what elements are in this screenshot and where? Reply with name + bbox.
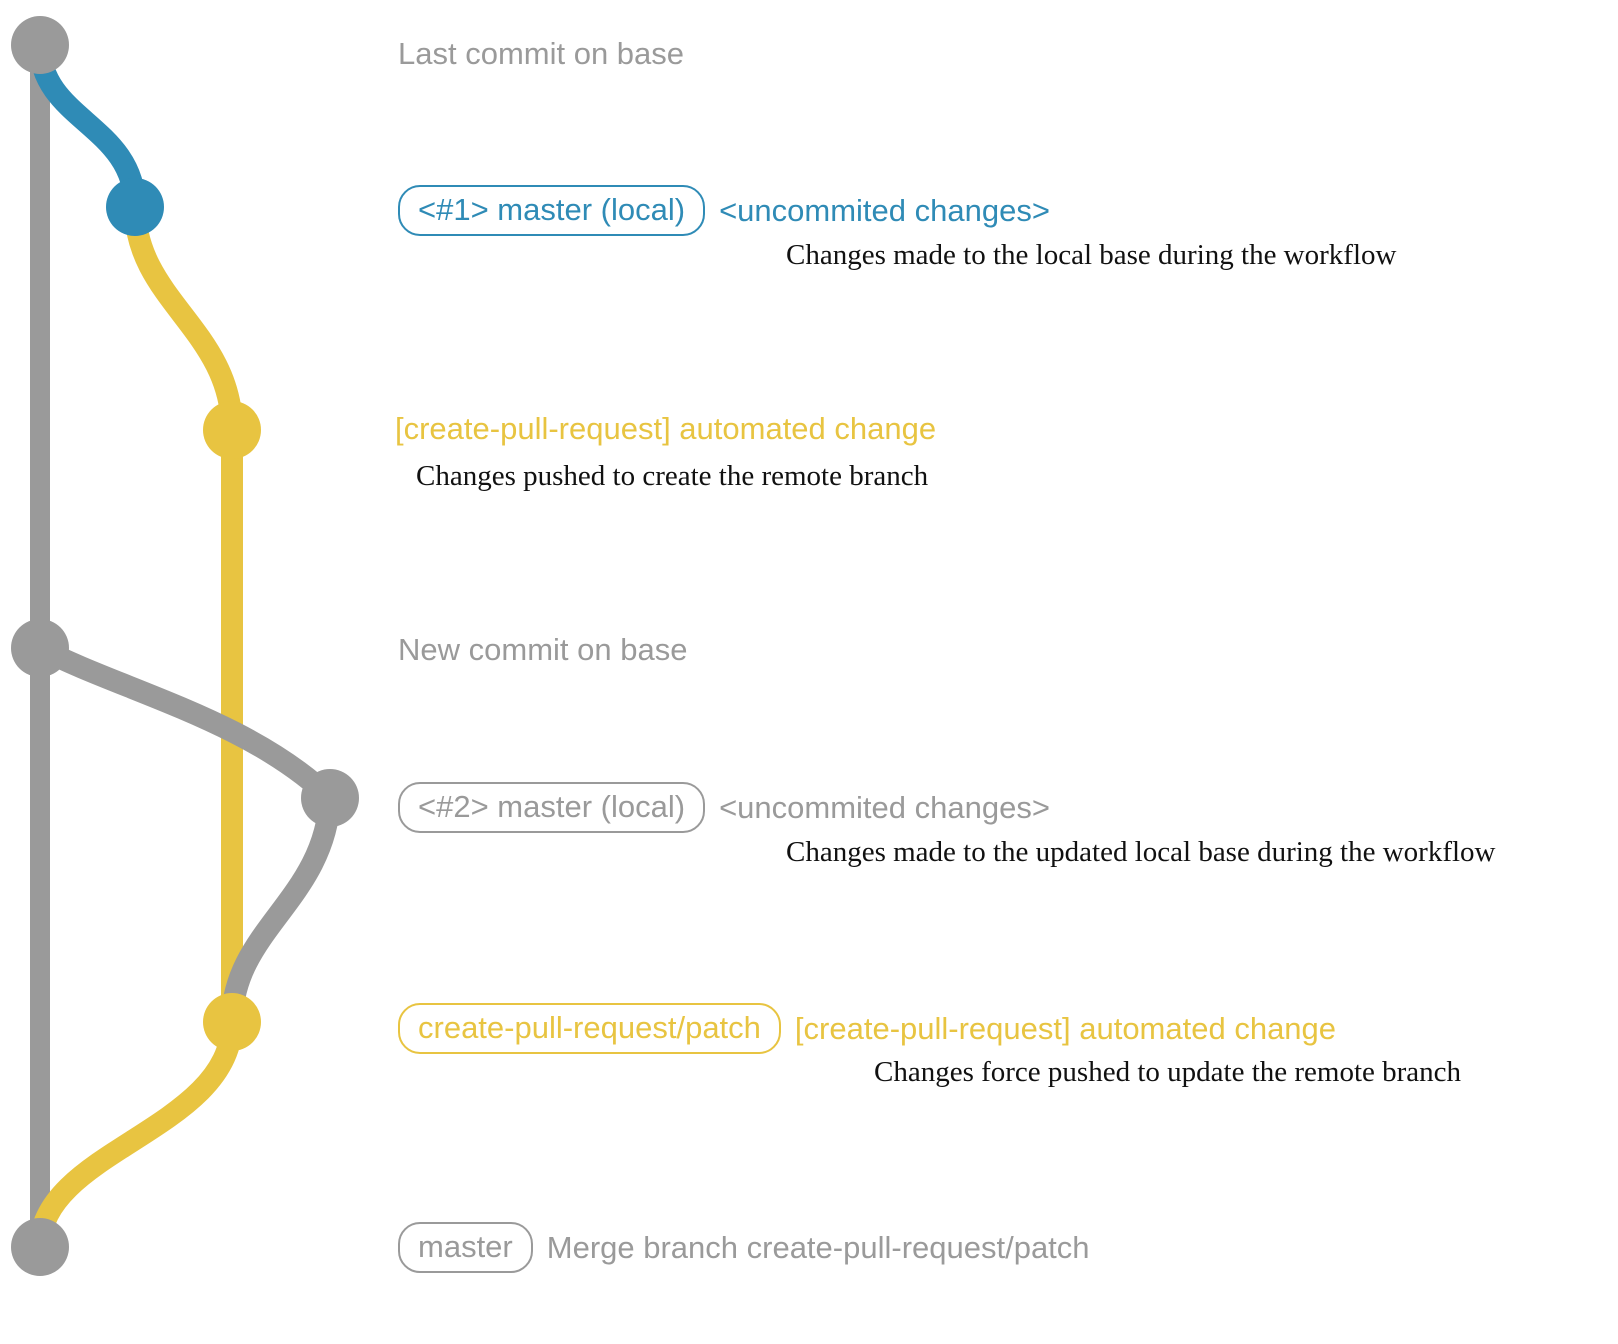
commit-note-updated-local-base: Changes made to the updated local base d… [786, 836, 1496, 868]
commit-note-force-pushed: Changes force pushed to update the remot… [874, 1056, 1462, 1088]
commit-subject-last-commit-on-base: Last commit on base [398, 36, 685, 71]
commit-node-new-commit-on-base[interactable] [11, 619, 69, 677]
commit-node-merge-commit[interactable] [11, 1218, 69, 1276]
edge-base2-to-local2 [29, 637, 341, 809]
ref-badge-create-pull-request-patch[interactable]: create-pull-request/patch [398, 1003, 781, 1054]
commit-node-automated-change-1[interactable] [203, 401, 261, 459]
commit-subject-new-commit-on-base: New commit on base [398, 632, 688, 667]
commit-subject-automated-change-1: [create-pull-request] automated change [395, 411, 937, 446]
commit-note-local-base: Changes made to the local base during th… [786, 239, 1397, 271]
edge-patch2-to-merge [29, 1011, 243, 1258]
commit-node-master-local-2[interactable] [301, 769, 359, 827]
commit-row-merge-commit: master Merge branch create-pull-request/… [398, 1222, 1090, 1273]
commit-note-pushed-create: Changes pushed to create the remote bran… [416, 460, 929, 492]
edge-local1-to-patch1 [124, 196, 243, 441]
commit-subject-automated-change-2: [create-pull-request] automated change [794, 1011, 1337, 1046]
commit-subject-master-local-2: <uncommited changes> [719, 790, 1050, 825]
commit-row-automated-change-1: [create-pull-request] automated change [395, 413, 936, 444]
ref-badge-master-local-1[interactable]: <#1> master (local) [398, 185, 706, 236]
ref-badge-master-local-2[interactable]: <#2> master (local) [398, 782, 706, 833]
commit-subject-master-local-1: <uncommited changes> [719, 193, 1050, 228]
commit-node-automated-change-2[interactable] [203, 993, 261, 1051]
ref-badge-master[interactable]: master [398, 1222, 533, 1273]
commit-subject-merge-commit: Merge branch create-pull-request/patch [546, 1230, 1090, 1265]
commit-row-master-local-2: <#2> master (local) <uncommited changes> [398, 782, 1050, 833]
commit-row-master-local-1: <#1> master (local) <uncommited changes> [398, 185, 1050, 236]
edge-local2-to-patch2 [221, 787, 341, 1033]
commit-row-automated-change-2: create-pull-request/patch [create-pull-r… [398, 1003, 1336, 1054]
commit-node-master-local-1[interactable] [106, 178, 164, 236]
commit-node-last-commit-on-base[interactable] [11, 16, 69, 74]
